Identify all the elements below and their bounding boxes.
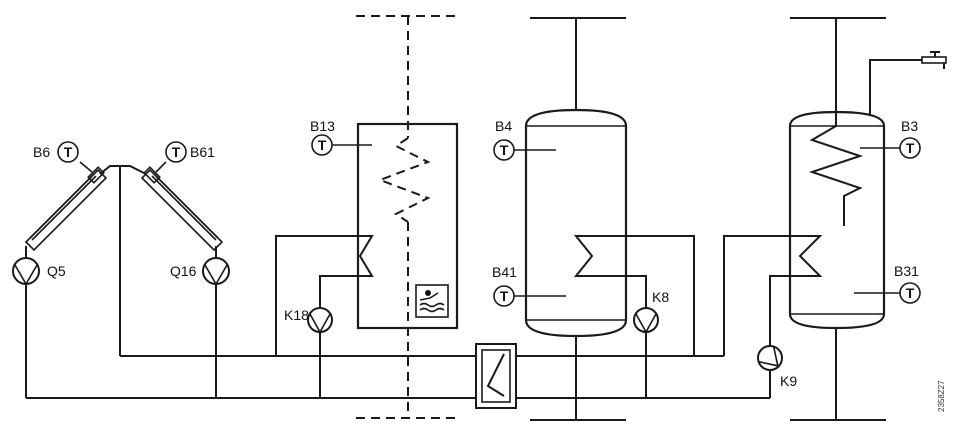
pool-coil-dashed: [377, 137, 431, 223]
sensor-symbol: T: [500, 142, 509, 158]
pump-k9: K9: [757, 345, 797, 389]
storage-tank-1: [524, 108, 628, 338]
label-q5: Q5: [47, 263, 66, 279]
label-b4: B4: [495, 118, 512, 134]
sensor-b31: T B31: [854, 263, 921, 304]
dhw-outlet-pipe: [869, 59, 922, 116]
collector-right: [140, 166, 224, 252]
tank1-coil: [573, 235, 695, 356]
label-k8: K8: [652, 289, 669, 305]
sensor-b6: T B6: [33, 141, 93, 173]
tank2-coil: [723, 235, 823, 356]
sensor-b13: T B13: [310, 118, 372, 156]
sensor-symbol: T: [500, 288, 509, 304]
pump-k18: K18: [284, 307, 333, 334]
pump-k8: K8: [633, 289, 669, 334]
label-b3: B3: [901, 118, 918, 134]
pool-icon: [415, 284, 449, 318]
storage-tank-2: [788, 110, 886, 330]
sensor-b3: T B3: [860, 118, 921, 159]
heat-exchanger-icon: [475, 343, 517, 409]
sensor-symbol: T: [64, 144, 73, 160]
sensor-symbol: T: [172, 144, 181, 160]
collector-connection: [99, 165, 147, 175]
pool-heat-exchanger-box: [356, 122, 459, 330]
pool-coil: [275, 235, 374, 356]
sensor-symbol: T: [318, 137, 327, 153]
label-k9: K9: [780, 373, 797, 389]
label-b6: B6: [33, 144, 50, 160]
reference-code: 2358Z27: [937, 380, 946, 412]
pump-q16: Q16: [170, 257, 230, 286]
pump-q5: Q5: [12, 257, 66, 286]
label-k18: K18: [284, 307, 309, 323]
dhw-coil: [808, 112, 864, 226]
label-b61: B61: [190, 144, 215, 160]
label-b41: B41: [492, 264, 517, 280]
sensor-b41: T B41: [492, 264, 566, 307]
collector-left: [24, 166, 108, 252]
label-b31: B31: [894, 263, 919, 279]
sensor-b61: T B61: [155, 141, 215, 173]
sensor-b4: T B4: [493, 118, 556, 161]
tap-icon: [921, 51, 947, 69]
sensor-symbol: T: [906, 140, 915, 156]
label-b13: B13: [310, 118, 335, 134]
label-q16: Q16: [170, 263, 197, 279]
sensor-symbol: T: [906, 285, 915, 301]
